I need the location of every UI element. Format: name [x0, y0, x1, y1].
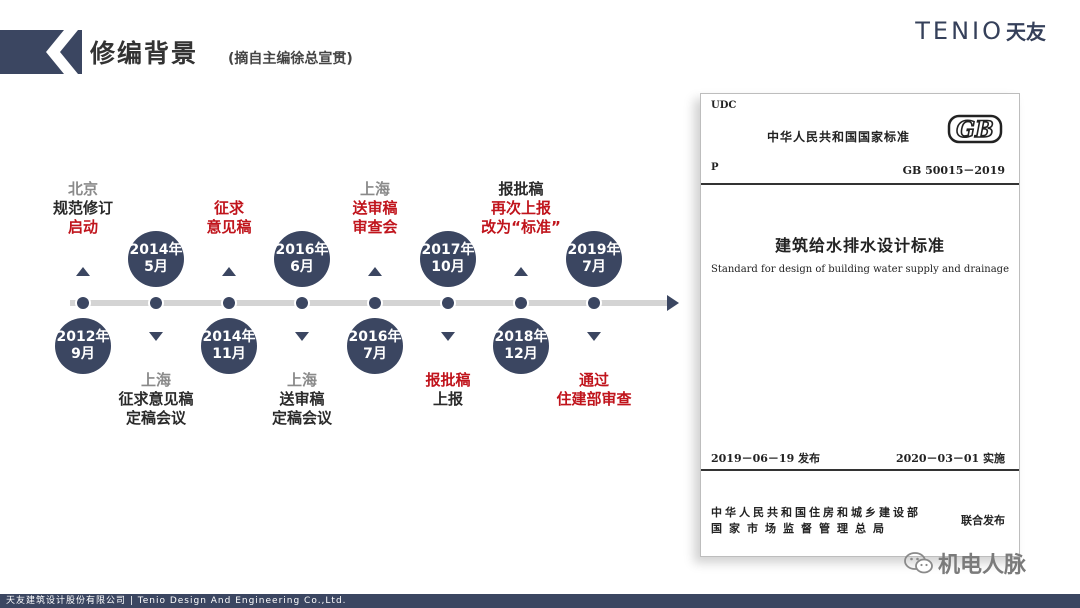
cover-title-en: Standard for design of building water su…	[711, 264, 1009, 275]
timeline-dot	[294, 295, 310, 311]
cover-joint: 联合发布	[961, 514, 1005, 527]
milestone-label: 上海 征求意见稿 定稿会议	[118, 371, 194, 427]
timeline-arrow-icon	[667, 295, 679, 311]
cover-title: 建筑给水排水设计标准	[774, 236, 945, 255]
timeline-dot	[440, 295, 456, 311]
svg-text:GB: GB	[956, 117, 993, 143]
milestone-label: 上海 送审稿 审查会	[352, 180, 398, 236]
timeline-dot	[367, 295, 383, 311]
cover-p: P	[711, 162, 719, 173]
cover-national-standard: 中华人民共和国国家标准	[767, 130, 911, 144]
timeline-dot	[75, 295, 91, 311]
wechat-icon	[904, 552, 933, 574]
triangle-down-icon	[149, 332, 163, 341]
triangle-down-icon	[441, 332, 455, 341]
triangle-down-icon	[295, 332, 309, 341]
cover-rule	[701, 469, 1019, 471]
gb-logo-icon: GB	[947, 114, 1003, 144]
cover-rule	[701, 183, 1019, 185]
cover-udc: UDC	[711, 100, 737, 111]
logo-en: TENIO	[915, 16, 1004, 45]
cover-publisher: 中华人民共和国住房和城乡建设部	[711, 506, 921, 519]
cover-publisher: 国家市场监督管理总局	[711, 522, 891, 535]
milestone-label: 报批稿 再次上报 改为“标准”	[481, 180, 561, 236]
timeline-dot	[221, 295, 237, 311]
watermark-text: 机电人脉	[938, 553, 1027, 578]
milestone-label: 上海 送审稿 定稿会议	[271, 371, 332, 427]
triangle-up-icon	[514, 267, 528, 276]
page-subtitle: (摘自主编徐总宣贯)	[228, 51, 353, 67]
milestone-label: 报批稿 上报	[425, 371, 471, 408]
page-title: 修编背景	[90, 39, 199, 68]
milestone-label: 北京 规范修订 启动	[52, 180, 113, 236]
company-logo: TENIO 天友	[915, 16, 1046, 45]
triangle-up-icon	[76, 267, 90, 276]
watermark: 机电人脉	[904, 547, 1026, 579]
timeline-dot	[148, 295, 164, 311]
timeline-dot	[513, 295, 529, 311]
timeline-dot	[586, 295, 602, 311]
chevron-left-icon	[46, 30, 78, 74]
cover-code: GB 50015－2019	[902, 164, 1005, 177]
milestone-label: 征求 意见稿	[206, 199, 252, 236]
cover-implement-date: 2020－03－01 实施	[895, 452, 1005, 465]
logo-cn: 天友	[1006, 20, 1046, 44]
triangle-up-icon	[368, 267, 382, 276]
cover-issue-date: 2019－06－19 发布	[711, 452, 821, 465]
footer-bar: 天友建筑设计股份有限公司 | Tenio Design And Engineer…	[0, 594, 1080, 608]
triangle-up-icon	[222, 267, 236, 276]
standard-cover-image: UDC 中华人民共和国国家标准 GB P GB 50015－2019 建筑给水排…	[700, 93, 1020, 557]
milestone-label: 通过 住建部审查	[556, 371, 632, 408]
triangle-down-icon	[587, 332, 601, 341]
